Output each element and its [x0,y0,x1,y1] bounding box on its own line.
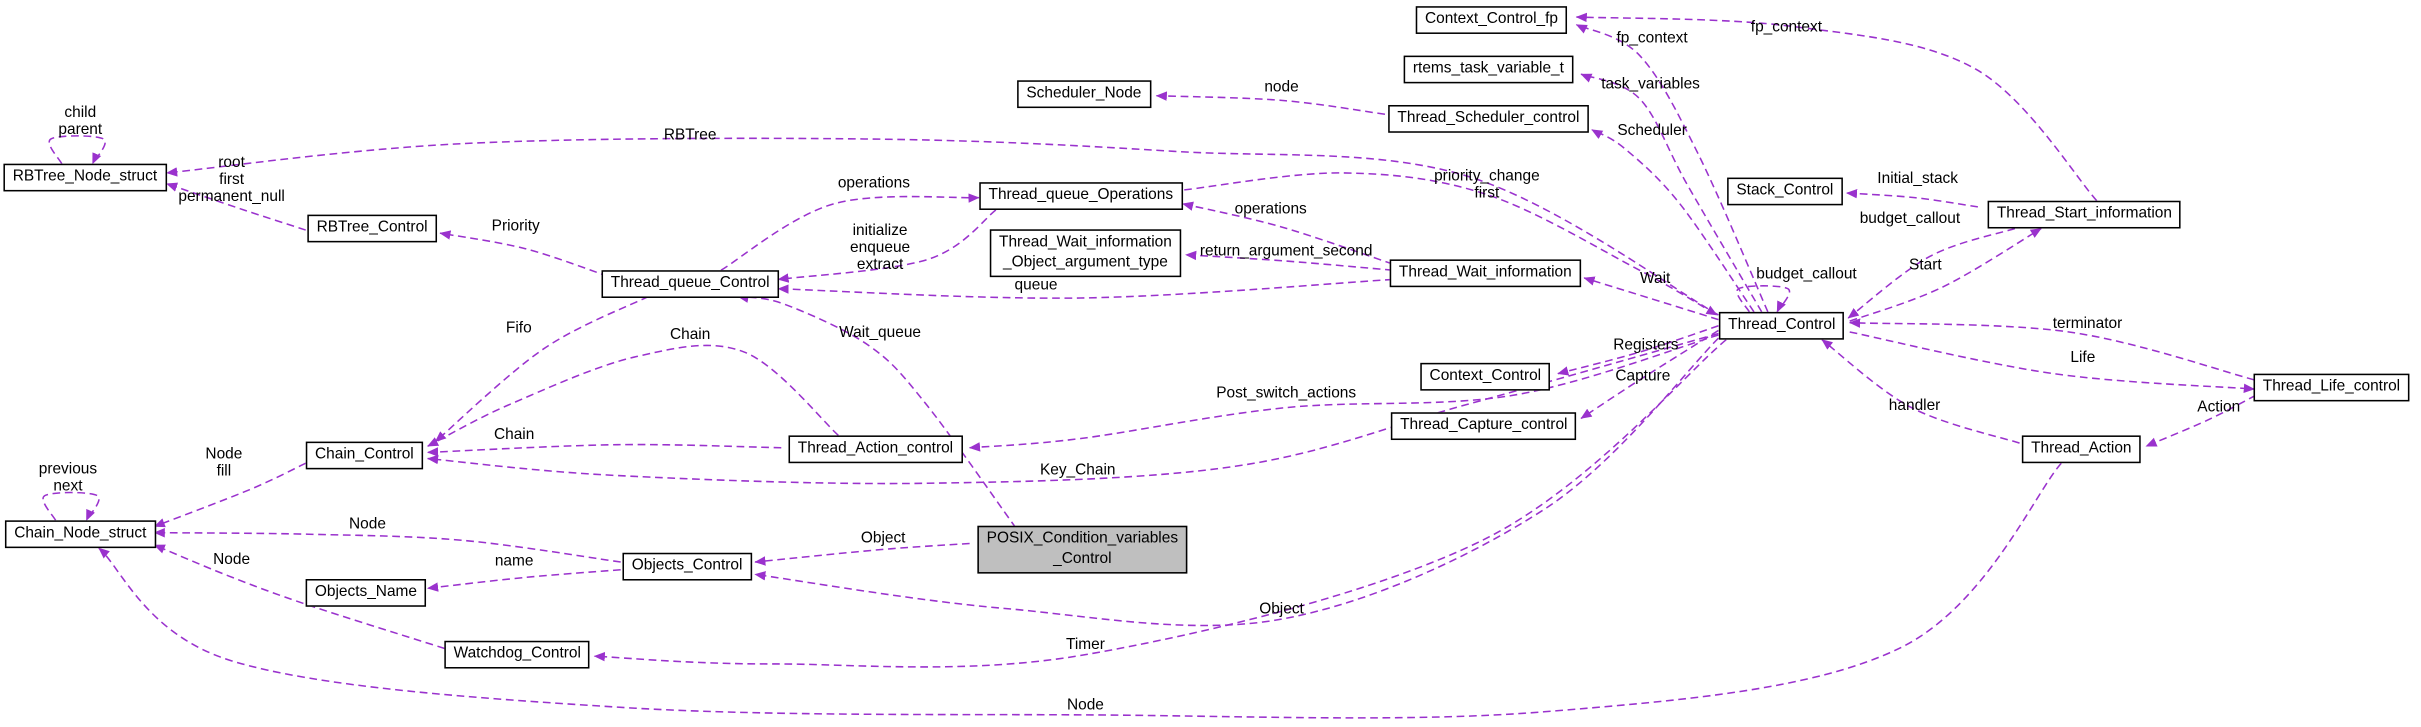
node-stack-control[interactable]: Stack_Control [1727,177,1843,206]
edge-thread-queue-operations-to-thread-queue-control [777,209,997,283]
edge-watchdog-control-to-chain-node-struct [153,544,445,650]
edge-posix-condition-variables-control-to-objects-control [754,542,970,566]
node-twi-object-argument-type[interactable]: Thread_Wait_information _Object_argument… [989,229,1182,278]
edge-objects-control-to-objects-name [426,568,621,592]
edge-thread-start-information-to-thread-control [1847,227,2016,319]
edge-thread-start-information-to-stack-control [1845,188,1978,208]
node-thread-queue-control[interactable]: Thread_queue_Control [601,270,779,298]
node-posix-condition-variables-control: POSIX_Condition_variables _Control [977,525,1188,574]
edge-rbtree-node-struct-to-rbtree-node-struct [48,135,106,165]
node-objects-control[interactable]: Objects_Control [622,552,752,581]
node-thread-action-control[interactable]: Thread_Action_control [788,435,963,464]
node-thread-capture-control[interactable]: Thread_Capture_control [1390,412,1577,441]
edge-chain-node-struct-to-chain-node-struct [42,491,100,521]
edge-thread-action-control-to-chain-control [427,344,839,447]
edge-thread-queue-control-to-rbtree-control [439,230,609,278]
node-objects-name[interactable]: Objects_Name [305,579,427,607]
edge-thread-start-information-to-context-control-fp [1575,12,2098,202]
edge-chain-control-to-chain-node-struct [153,462,307,528]
edge-thread-life-control-to-thread-action [2145,394,2257,447]
edge-thread-scheduler-control-to-scheduler-node [1155,91,1386,116]
node-context-control-fp[interactable]: Context_Control_fp [1415,6,1568,34]
node-thread-queue-operations[interactable]: Thread_queue_Operations [979,182,1183,210]
edge-objects-control-to-chain-node-struct [153,528,621,563]
node-thread-scheduler-control[interactable]: Thread_Scheduler_control [1388,104,1589,133]
edge-thread-life-control-to-thread-control [1849,318,2255,381]
edge-rbtree-control-to-rbtree-node-struct [166,182,306,231]
edge-thread-queue-control-to-thread-queue-operations [720,193,980,271]
edge-thread-wait-information-to-thread-queue-operations [1182,201,1393,265]
edge-thread-wait-information-to-thread-queue-control [777,278,1393,299]
edge-thread-action-to-chain-node-struct [98,462,2062,719]
node-thread-life-control[interactable]: Thread_Life_control [2253,373,2410,402]
edge-thread-queue-control-to-chain-control [434,295,649,443]
edge-thread-control-to-thread-start-information [1849,227,2042,322]
edge-thread-control-to-thread-scheduler-control [1591,129,1755,313]
node-scheduler-node[interactable]: Scheduler_Node [1017,80,1151,109]
node-watchdog-control[interactable]: Watchdog_Control [444,640,591,669]
edge-posix-condition-variables-control-to-thread-queue-control [737,293,1017,529]
node-thread-wait-information[interactable]: Thread_Wait_information [1389,259,1581,288]
node-rbtree-node-struct[interactable]: RBTree_Node_struct [3,163,167,192]
edge-thread-wait-information-to-twi-object-argument-type [1185,250,1393,271]
edge-thread-control-to-watchdog-control [593,339,1727,668]
node-rbtree-control[interactable]: RBTree_Control [307,214,437,243]
edge-thread-action-control-to-chain-control [426,443,782,457]
edge-thread-control-to-rbtree-node-struct [166,137,1719,316]
node-rtems-task-variable-t[interactable]: rtems_task_variable_t [1403,55,1574,84]
edge-thread-control-to-thread-control [1736,285,1791,313]
node-thread-action[interactable]: Thread_Action [2021,435,2141,464]
node-context-control[interactable]: Context_Control [1420,362,1551,391]
node-chain-node-struct[interactable]: Chain_Node_struct [4,520,156,549]
edge-thread-control-to-objects-control [754,337,1720,627]
node-thread-control[interactable]: Thread_Control [1718,311,1845,340]
edge-thread-control-to-chain-control [426,332,1719,485]
edge-thread-queue-operations-to-thread-control [1184,172,1718,316]
edge-thread-control-to-context-control [1557,325,1719,376]
edge-thread-control-to-context-control-fp [1575,24,1769,313]
node-chain-control[interactable]: Chain_Control [305,441,424,470]
edge-thread-action-to-thread-control [1821,339,2020,444]
node-thread-start-information[interactable]: Thread_Start_information [1987,200,2182,229]
edge-thread-control-to-thread-wait-information [1583,276,1719,321]
edge-thread-control-to-thread-capture-control [1580,329,1719,420]
edge-thread-control-to-rtems-task-variable-t [1580,73,1763,313]
edge-thread-control-to-thread-life-control [1849,331,2255,394]
edge-thread-control-to-thread-action-control [968,334,1719,452]
